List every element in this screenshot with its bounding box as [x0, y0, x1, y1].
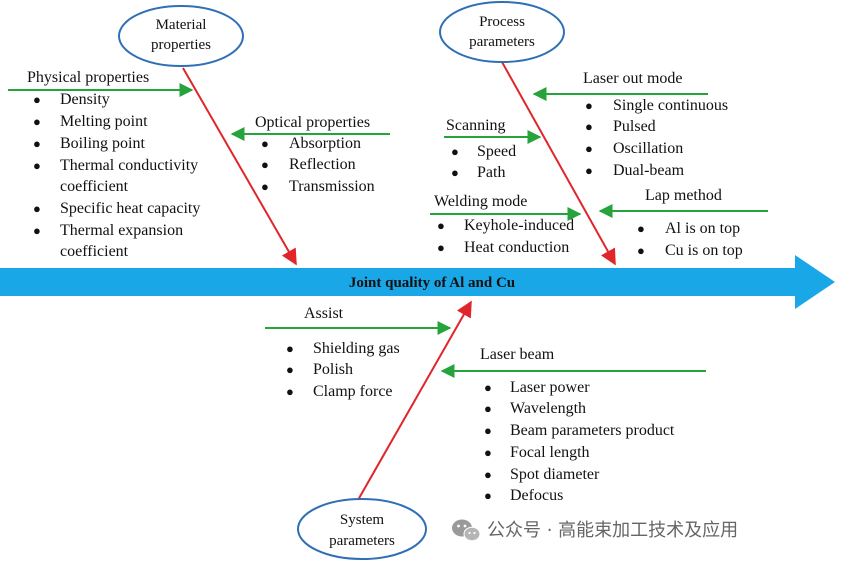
optical-bullet-1: ● [261, 136, 269, 151]
lap-bullet-1: ● [637, 221, 645, 236]
assist-item-1: Shielding gas [313, 340, 400, 357]
spine-label: Joint quality of Al and Cu [349, 275, 515, 291]
laserbeam-item-3: Beam parameters product [510, 422, 675, 439]
laserout-item-3: Oscillation [613, 140, 683, 157]
laserout-bullet-2: ● [585, 119, 593, 134]
process-oval-line-2: parameters [469, 34, 535, 50]
laserout-list: ● Single continuous ● Pulsed ● Oscillation ● Du… [585, 97, 728, 179]
laserout-item-2: Pulsed [613, 118, 656, 135]
physical-item-6-line-2: coefficient [60, 243, 129, 260]
lap-bullet-2: ● [637, 243, 645, 258]
optical-item-2: Reflection [289, 156, 356, 173]
system-oval-line-1: System [340, 512, 385, 528]
welding-item-2: Heat conduction [464, 239, 569, 256]
welding-bullet-2: ● [437, 240, 445, 255]
laserout-bullet-1: ● [585, 98, 593, 113]
physical-item-4-line-2: coefficient [60, 178, 129, 195]
optical-list: ● Absorption ● Reflection ● Transmission [261, 135, 375, 195]
assist-item-3: Clamp force [313, 383, 393, 400]
assist-list: ● Shielding gas ● Polish ● Clamp force [286, 340, 400, 400]
physical-bullet-2: ● [33, 114, 41, 129]
material-oval-line-1: Material [156, 17, 207, 33]
physical-item-5: Specific heat capacity [60, 200, 200, 217]
system-bone [357, 300, 472, 501]
laserbeam-item-2: Wavelength [510, 400, 586, 417]
assist-item-2: Polish [313, 361, 353, 378]
laserout-bullet-4: ● [585, 163, 593, 178]
watermark-text: 公众号 · 高能束加工技术及应用 [487, 520, 738, 541]
physical-bullet-4: ● [33, 158, 41, 173]
laserbeam-item-6: Defocus [510, 487, 563, 504]
laserbeam-bullet-4: ● [484, 445, 492, 460]
welding-bullet-1: ● [437, 218, 445, 233]
assist-bullet-3: ● [286, 384, 294, 399]
optical-label: Optical properties [255, 114, 370, 131]
laserbeam-label: Laser beam [480, 346, 555, 363]
scanning-item-2: Path [477, 164, 505, 181]
lap-list: ● Al is on top ● Cu is on top [637, 220, 743, 259]
spine-arrow [0, 255, 835, 309]
welding-label: Welding mode [434, 193, 527, 210]
laserbeam-list: ● Laser power ● Wavelength ● Beam parameters … [484, 379, 675, 504]
laserout-item-4: Dual-beam [613, 162, 685, 179]
scanning-list: ● Speed ● Path [451, 143, 516, 181]
welding-list: ● Keyhole-induced ● Heat conduction [437, 217, 574, 256]
physical-bullet-3: ● [33, 136, 41, 151]
watermark: 公众号 · 高能束加工技术及应用 [452, 519, 738, 542]
lap-label: Lap method [645, 187, 722, 204]
optical-item-3: Transmission [289, 178, 375, 195]
wechat-icon [452, 519, 481, 542]
laserout-item-1: Single continuous [613, 97, 728, 114]
laserout-bullet-3: ● [585, 141, 593, 156]
optical-bullet-2: ● [261, 157, 269, 172]
material-oval-line-2: properties [151, 37, 211, 53]
scanning-bullet-1: ● [451, 144, 459, 159]
optical-bullet-3: ● [261, 179, 269, 194]
laserout-label: Laser out mode [583, 70, 683, 87]
optical-item-1: Absorption [289, 135, 361, 152]
laserbeam-item-5: Spot diameter [510, 466, 600, 483]
physical-bullet-5: ● [33, 201, 41, 216]
lap-item-2: Cu is on top [665, 242, 743, 259]
material-bone [182, 67, 297, 266]
system-oval-line-2: parameters [329, 533, 395, 549]
laserbeam-bullet-6: ● [484, 488, 492, 503]
process-bone [501, 61, 616, 266]
physical-label: Physical properties [27, 69, 149, 86]
physical-item-1: Density [60, 91, 110, 108]
scanning-bullet-2: ● [451, 165, 459, 180]
physical-bullet-6: ● [33, 223, 41, 238]
laserbeam-bullet-5: ● [484, 467, 492, 482]
laserbeam-item-1: Laser power [510, 379, 590, 396]
welding-item-1: Keyhole-induced [464, 217, 574, 234]
laserbeam-bullet-2: ● [484, 401, 492, 416]
physical-item-2: Melting point [60, 113, 148, 130]
lap-item-1: Al is on top [665, 220, 740, 237]
laserbeam-bullet-1: ● [484, 380, 492, 395]
process-oval-line-1: Process [479, 14, 525, 30]
assist-bullet-2: ● [286, 362, 294, 377]
physical-item-4: Thermal conductivity [60, 157, 198, 174]
physical-item-3: Boiling point [60, 135, 145, 152]
laserbeam-item-4: Focal length [510, 444, 590, 461]
scanning-item-1: Speed [477, 143, 516, 160]
system-oval: System parameters [297, 498, 427, 560]
laserbeam-bullet-3: ● [484, 423, 492, 438]
process-oval: Process parameters [439, 1, 565, 63]
assist-label: Assist [304, 305, 344, 322]
physical-item-6: Thermal expansion [60, 222, 183, 239]
scanning-label: Scanning [446, 117, 506, 134]
assist-bullet-1: ● [286, 341, 294, 356]
physical-list: ● Density ● Melting point ● Boiling point ● The… [33, 91, 200, 260]
material-oval: Material properties [118, 5, 244, 67]
physical-bullet-1: ● [33, 92, 41, 107]
